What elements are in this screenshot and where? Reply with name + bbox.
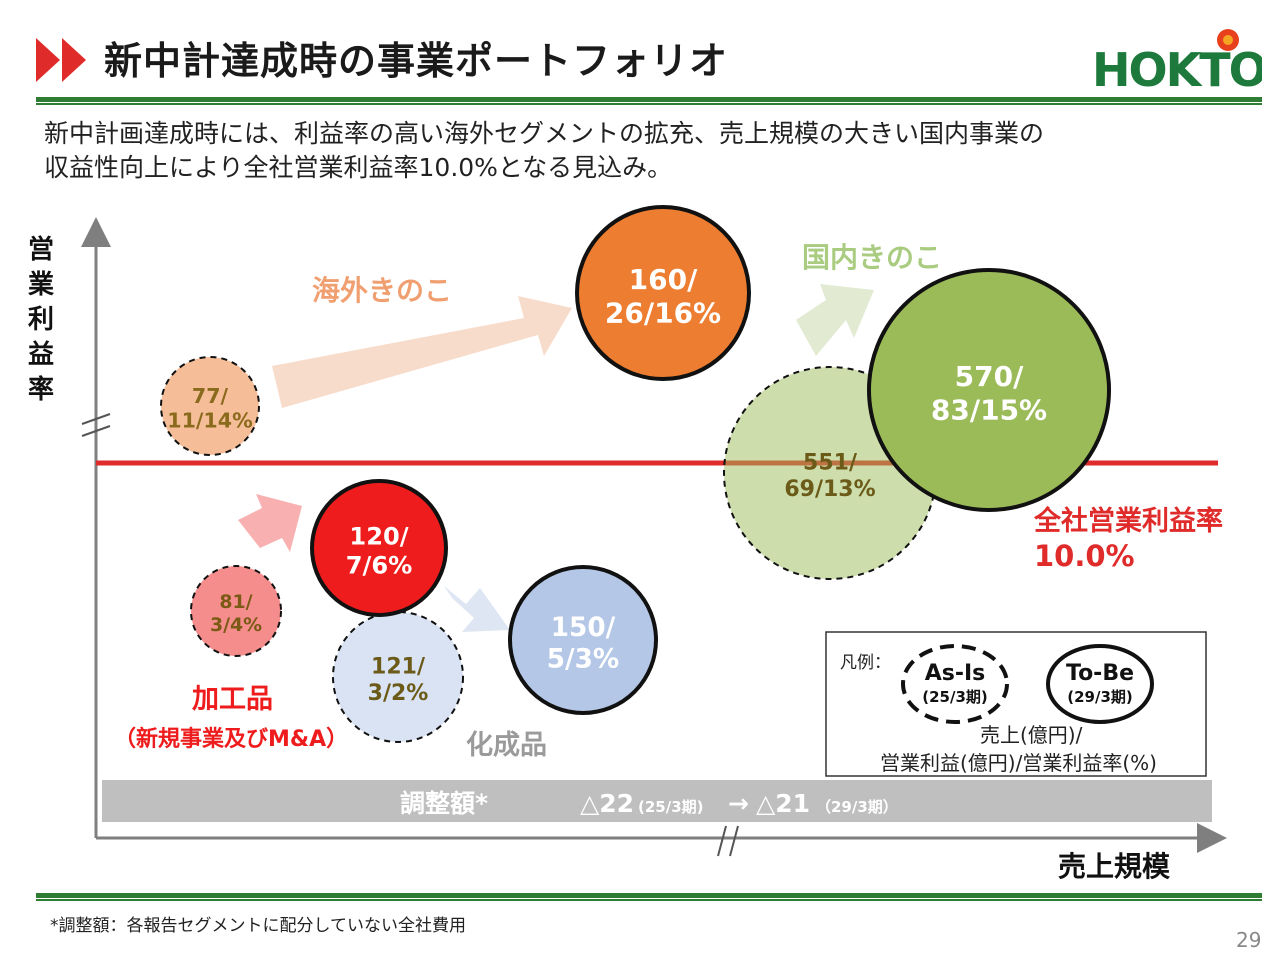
bubble-domestic-to-be-label-2: 83/15%: [931, 393, 1047, 426]
y-axis-label-char: 利: [28, 305, 54, 335]
segment-label-processed-sub: （新規事業及びM&A）: [114, 726, 348, 752]
title-bar: 新中計達成時の事業ポートフォリオ HOKTO: [0, 0, 1280, 110]
bubble-processed-to-be-label-1: 120/: [349, 522, 408, 550]
bubble-processed-to-be-label-2: 7/6%: [346, 551, 413, 579]
bubble-overseas-as-is-label-2: 11/14%: [167, 409, 252, 433]
bubble-overseas-to-be-label-2: 26/16%: [605, 296, 721, 329]
bubble-overseas-as-is: [160, 356, 260, 456]
adjustment-label: 調整額*: [400, 789, 488, 818]
legend-as-is-label: As-Is: [925, 661, 986, 686]
segment-label-domestic: 国内きのこ: [802, 241, 942, 274]
bubble-domestic-as-is-label-1: 551/: [803, 451, 858, 476]
bottom-rule-thin: [36, 899, 1262, 901]
page-title: 新中計達成時の事業ポートフォリオ: [104, 39, 729, 83]
y-axis-label: 営業利益率: [28, 235, 54, 405]
adjustment-to-value: △21: [756, 789, 810, 818]
threshold-label-line1: 全社営業利益率: [1033, 505, 1223, 537]
segment-label-overseas: 海外きのこ: [312, 274, 452, 307]
bubble-chemical-as-is: [332, 611, 464, 743]
hokto-logo: HOKTO: [1092, 29, 1262, 90]
y-axis-break: [81, 413, 111, 437]
bubble-processed-as-is-label-1: 81/: [219, 591, 252, 613]
y-axis-label-char: 業: [28, 270, 54, 300]
adjustment-bar: [102, 780, 1212, 822]
legend-to-be-label: To-Be: [1066, 661, 1134, 686]
legend-as-is-marker: [901, 644, 1009, 724]
legend-to-be-period: (29/3期): [1067, 688, 1133, 706]
footnote: *調整額：各報告セグメントに配分していない全社費用: [50, 916, 466, 936]
bubble-domestic-to-be-label-1: 570/: [955, 360, 1024, 393]
segment-label-processed: 加工品: [192, 684, 273, 715]
lead-text-line1: 新中計画達成時には、利益率の高い海外セグメントの拡充、売上規模の大きい国内事業の: [44, 119, 1045, 148]
threshold-label-line2: 10.0%: [1034, 539, 1135, 573]
bubble-chemical-to-be: [508, 565, 658, 715]
processed-growth-arrow: [238, 494, 302, 552]
legend-to-be-marker: [1046, 644, 1154, 724]
legend-as-is-period: (25/3期): [922, 688, 988, 706]
legend-units-line1: 売上(億円)/: [980, 723, 1083, 747]
bubble-overseas-to-be-label-1: 160/: [629, 263, 698, 296]
legend-units-line2: 営業利益(億円)/営業利益率(%): [880, 751, 1157, 775]
segment-label-chemical: 化成品: [466, 730, 547, 761]
bubble-chemical-as-is-label-1: 121/: [371, 655, 426, 680]
bubble-processed-as-is: [190, 565, 282, 657]
logo-text: HOKTO: [1092, 43, 1262, 90]
bubble-domestic-as-is-label-2: 69/13%: [784, 477, 875, 502]
bubble-overseas-as-is-label-1: 77/: [192, 384, 229, 408]
domestic-growth-arrow: [796, 284, 874, 356]
page-number: 29: [1236, 928, 1262, 952]
legend-title: 凡例：: [840, 653, 891, 673]
y-axis-label-char: 率: [28, 374, 54, 405]
chemical-growth-arrow: [444, 586, 510, 632]
bubble-processed-as-is-label-2: 3/4%: [210, 614, 262, 636]
x-axis-break: [717, 825, 739, 857]
lead-text-line2: 収益性向上により全社営業利益率10.0%となる見込み。: [44, 153, 673, 182]
legend: 凡例： As-Is (25/3期) To-Be (29/3期) 売上(億円)/ …: [825, 631, 1207, 777]
bubble-chemical-to-be-label-1: 150/: [551, 613, 616, 643]
portfolio-chart: 営業利益率 売上規模 調整額* △22 (25/3期) → △21 （29/3期…: [28, 205, 1227, 883]
bubble-processed-to-be: [310, 479, 448, 617]
adjustment-arrow: →: [728, 789, 749, 818]
adjustment-from-value: △22: [580, 789, 634, 818]
adjustment-from-period: (25/3期): [638, 798, 704, 816]
overseas-growth-arrow: [272, 296, 572, 408]
bubble-chemical-to-be-label-2: 5/3%: [547, 645, 619, 675]
bubble-chemical-as-is-label-2: 3/2%: [368, 681, 429, 706]
top-rule-thin: [36, 103, 1262, 105]
y-axis-label-char: 益: [28, 340, 54, 370]
title-arrow-icon: [36, 38, 86, 82]
top-rule: [36, 97, 1262, 102]
y-axis-label-char: 営: [28, 235, 54, 265]
bubble-overseas-to-be: [575, 205, 751, 381]
x-axis-label: 売上規模: [1058, 850, 1171, 883]
bubble-domestic-to-be: [867, 268, 1111, 512]
bottom-rule: [36, 893, 1262, 898]
adjustment-to-period: （29/3期）: [816, 798, 898, 816]
